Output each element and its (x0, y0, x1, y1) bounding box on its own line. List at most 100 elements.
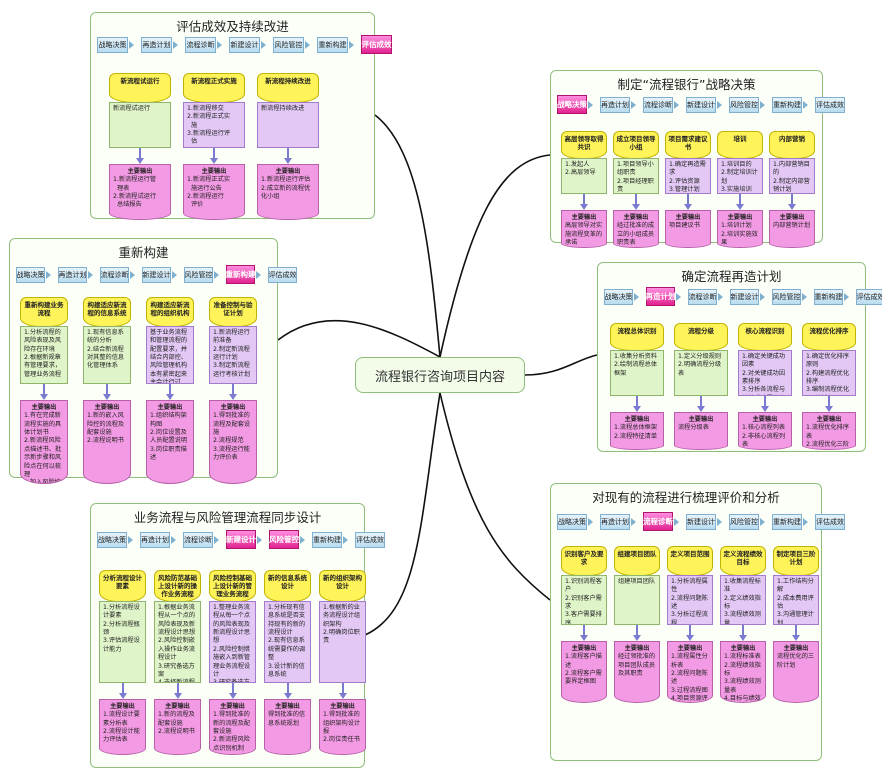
stage-step[interactable]: 评估成效 (268, 266, 297, 283)
output-document[interactable]: 主要输出经过领批准的项目团队成员及其职责 (614, 641, 660, 703)
output-document[interactable]: 主要输出高层领导对实施流程变革的承诺 (561, 210, 607, 248)
stage-step[interactable]: 新建设计 (226, 530, 256, 549)
activity-head[interactable]: 新的信息系统设计 (264, 570, 311, 602)
flow-arrow-icon (46, 270, 57, 279)
stage-step[interactable]: 重新构建 (317, 36, 348, 53)
stage-step[interactable]: 流程诊断 (643, 512, 673, 531)
activity-head[interactable]: 重新构建业务流程 (20, 297, 68, 327)
stage-step[interactable]: 评估成效 (361, 35, 392, 54)
activity-head[interactable]: 识别客户及要求 (561, 546, 607, 576)
stage-step[interactable]: 战略决策 (97, 36, 128, 53)
activity-head[interactable]: 内部营销 (769, 131, 815, 159)
activity-head[interactable]: 核心流程识别 (738, 323, 792, 351)
activity-head[interactable]: 定义项目范围 (667, 546, 713, 576)
activity-head[interactable]: 流程总体识别 (610, 323, 664, 351)
stage-step[interactable]: 评估成效 (815, 513, 845, 530)
stage-step[interactable]: 风险管控 (772, 288, 801, 305)
stage-step[interactable]: 重新构建 (226, 265, 256, 284)
stage-step[interactable]: 战略决策 (97, 531, 127, 548)
output-document[interactable]: 主要输出内部营销计划 (769, 210, 815, 248)
activity-head[interactable]: 项目需求建议书 (665, 131, 711, 159)
stage-step[interactable]: 风险管控 (269, 530, 299, 549)
output-document[interactable]: 主要输出流程优化的三阶计划 (773, 641, 819, 703)
activity-head[interactable]: 培训 (717, 131, 763, 159)
activity-head[interactable]: 风险防范基础上设计新的操作业务流程 (154, 570, 201, 602)
stage-step[interactable]: 风险管控 (184, 266, 213, 283)
stage-step[interactable]: 新建设计 (142, 266, 171, 283)
activity-head[interactable]: 构建适应新流程的信息系统 (83, 297, 131, 327)
stage-step[interactable]: 新建设计 (686, 96, 716, 113)
output-document[interactable]: 主要输出项目建议书 (665, 210, 711, 248)
central-topic[interactable]: 流程银行咨询项目内容 (355, 357, 525, 393)
stage-step[interactable]: 重新构建 (772, 96, 802, 113)
activity-head[interactable]: 组建项目团队 (614, 546, 660, 576)
stage-step[interactable]: 新建设计 (229, 36, 260, 53)
activity-head[interactable]: 流程分级 (674, 323, 728, 351)
stage-step[interactable]: 流程诊断 (183, 531, 213, 548)
stage-flow: 战略决策再造计划流程诊断新建设计风险管控重新构建评估成效 (97, 530, 385, 549)
activity-head[interactable]: 高层领导取得共识 (561, 131, 607, 159)
activity-head[interactable]: 新流程持续改进 (257, 73, 319, 103)
activity-head[interactable]: 构建适应新流程的组织机构 (146, 297, 194, 327)
activity-head[interactable]: 流程优化排序 (802, 323, 856, 351)
activity-head[interactable]: 成立项目领导小组 (613, 131, 659, 159)
stage-step[interactable]: 流程诊断 (688, 288, 717, 305)
stage-step[interactable]: 再造计划 (600, 513, 630, 530)
stage-step[interactable]: 流程诊断 (185, 36, 216, 53)
stage-step[interactable]: 再造计划 (600, 96, 630, 113)
stage-step[interactable]: 重新构建 (772, 513, 802, 530)
stage-step[interactable]: 风险管控 (273, 36, 304, 53)
activity-head[interactable]: 风险控制基础上设计新的管理业务流程 (209, 570, 256, 602)
stage-step[interactable]: 战略决策 (16, 266, 45, 283)
stage-step[interactable]: 流程诊断 (100, 266, 129, 283)
stage-step[interactable]: 风险管控 (729, 96, 759, 113)
output-title: 主要输出 (330, 703, 355, 710)
stage-step[interactable]: 新建设计 (686, 513, 716, 530)
stage-step[interactable]: 再造计划 (141, 36, 172, 53)
stage-step[interactable]: 重新构建 (814, 288, 843, 305)
output-document[interactable]: 主要输出经过批准的成立的小组成员职责表 (613, 210, 659, 248)
output-document[interactable]: 主要输出得到批准的信息系统规划 (264, 699, 311, 755)
stage-step[interactable]: 风险管控 (729, 513, 759, 530)
stage-step[interactable]: 再造计划 (646, 287, 676, 306)
activity-head[interactable]: 准备控制与验证计划 (209, 297, 257, 327)
activity-head[interactable]: 定义流程绩效目标 (720, 546, 766, 576)
link-evaluation (374, 114, 441, 358)
stage-step[interactable]: 战略决策 (604, 288, 633, 305)
stage-step[interactable]: 战略决策 (557, 95, 587, 114)
stage-step[interactable]: 新建设计 (730, 288, 759, 305)
flow-arrow-icon (674, 100, 685, 109)
activity-head[interactable]: 新流程试运行 (109, 73, 171, 103)
activity-head[interactable]: 制定项目三阶计划 (773, 546, 819, 576)
output-document[interactable]: 主要输出流程分级表 (674, 412, 728, 450)
stage-step[interactable]: 再造计划 (58, 266, 87, 283)
activity-head[interactable]: 新流程正式实施 (183, 73, 245, 103)
stage-step[interactable]: 流程诊断 (643, 96, 673, 113)
stage-step[interactable]: 战略决策 (557, 513, 587, 530)
stage-step[interactable]: 评估成效 (815, 96, 845, 113)
activity-head[interactable]: 分析流程设计要素 (99, 570, 146, 602)
activity-head[interactable]: 新的组织架构设计 (319, 570, 366, 602)
stage-step[interactable]: 评估成效 (856, 288, 882, 305)
stage-step[interactable]: 重新构建 (312, 531, 342, 548)
stage-step[interactable]: 再造计划 (140, 531, 170, 548)
stage-step[interactable]: 评估成效 (355, 531, 385, 548)
